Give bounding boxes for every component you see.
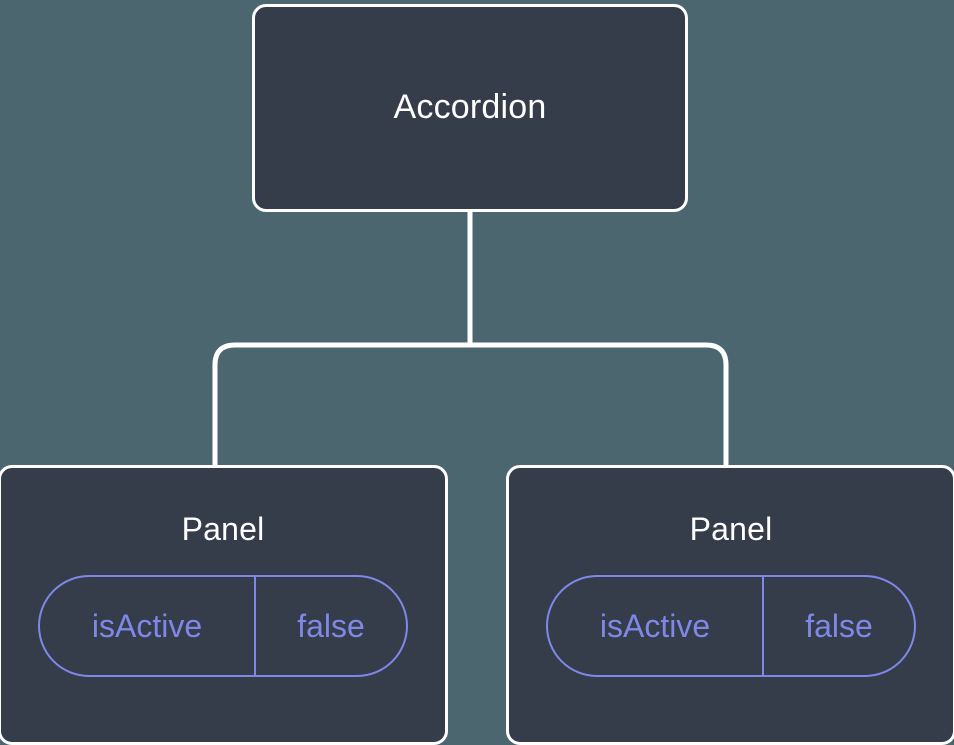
node-panel-1[interactable]: Panel isActive false [0, 465, 448, 745]
state-pill-panel-2-value: false [805, 607, 873, 644]
state-pill-panel-1[interactable]: isActive false [38, 575, 408, 678]
state-pill-panel-1-key: isActive [40, 577, 256, 676]
state-pill-panel-2-key: isActive [548, 577, 764, 676]
node-accordion[interactable]: Accordion [252, 4, 688, 212]
node-accordion-label: Accordion [393, 88, 547, 127]
node-panel-2-label: Panel [689, 511, 773, 547]
node-panel-2[interactable]: Panel isActive false [506, 465, 954, 745]
node-panel-1-label: Panel [181, 511, 265, 547]
state-pill-panel-2[interactable]: isActive false [546, 575, 916, 678]
state-pill-panel-1-value: false [297, 607, 365, 644]
connector-bus [212, 342, 729, 465]
